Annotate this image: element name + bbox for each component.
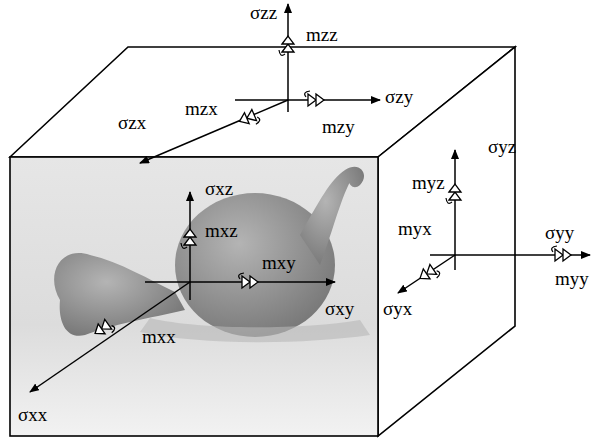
component-label: mxx: [142, 326, 176, 348]
axis-arrow: [145, 281, 335, 283]
moment-symbol: [417, 263, 441, 286]
component-label: σyx: [383, 298, 412, 320]
moment-symbol: [239, 273, 258, 288]
right-face: [378, 47, 515, 436]
front-face-photo: [10, 157, 378, 436]
clay-body: [175, 193, 335, 337]
axis-arrow: [30, 282, 190, 392]
component-label: σzx: [118, 112, 146, 134]
axis-arrow: [189, 192, 191, 300]
axis-arrow: [287, 4, 289, 112]
moment-symbols: [92, 36, 571, 341]
moment-symbol: [92, 317, 116, 340]
component-label: mzz: [306, 24, 338, 46]
component-label: σzy: [385, 86, 413, 108]
clay-curl: [300, 167, 364, 265]
component-label: σxz: [205, 178, 233, 200]
stress-arrows: [30, 4, 590, 392]
component-label: σyz: [488, 136, 516, 158]
component-label: myy: [555, 268, 589, 290]
moment-symbol: [279, 36, 294, 55]
clay-figure: [54, 167, 370, 342]
component-label: mxz: [205, 220, 238, 242]
component-label: σxx: [18, 404, 47, 426]
moment-symbol: [446, 184, 461, 203]
moment-symbol: [181, 229, 196, 248]
component-label: mzx: [185, 98, 218, 120]
component-label: myz: [412, 172, 445, 194]
component-label: myx: [398, 218, 432, 240]
component-label: mzy: [322, 116, 355, 138]
component-label: σzz: [250, 2, 277, 24]
component-label: σxy: [325, 298, 354, 320]
moment-symbol: [305, 91, 324, 106]
moment-symbol: [237, 108, 261, 129]
cube: [10, 47, 515, 436]
moment-symbol: [552, 246, 571, 261]
axis-arrow: [454, 150, 456, 270]
axis-arrow: [398, 255, 455, 293]
component-label: σyy: [545, 222, 574, 244]
component-label: mxy: [262, 252, 296, 274]
